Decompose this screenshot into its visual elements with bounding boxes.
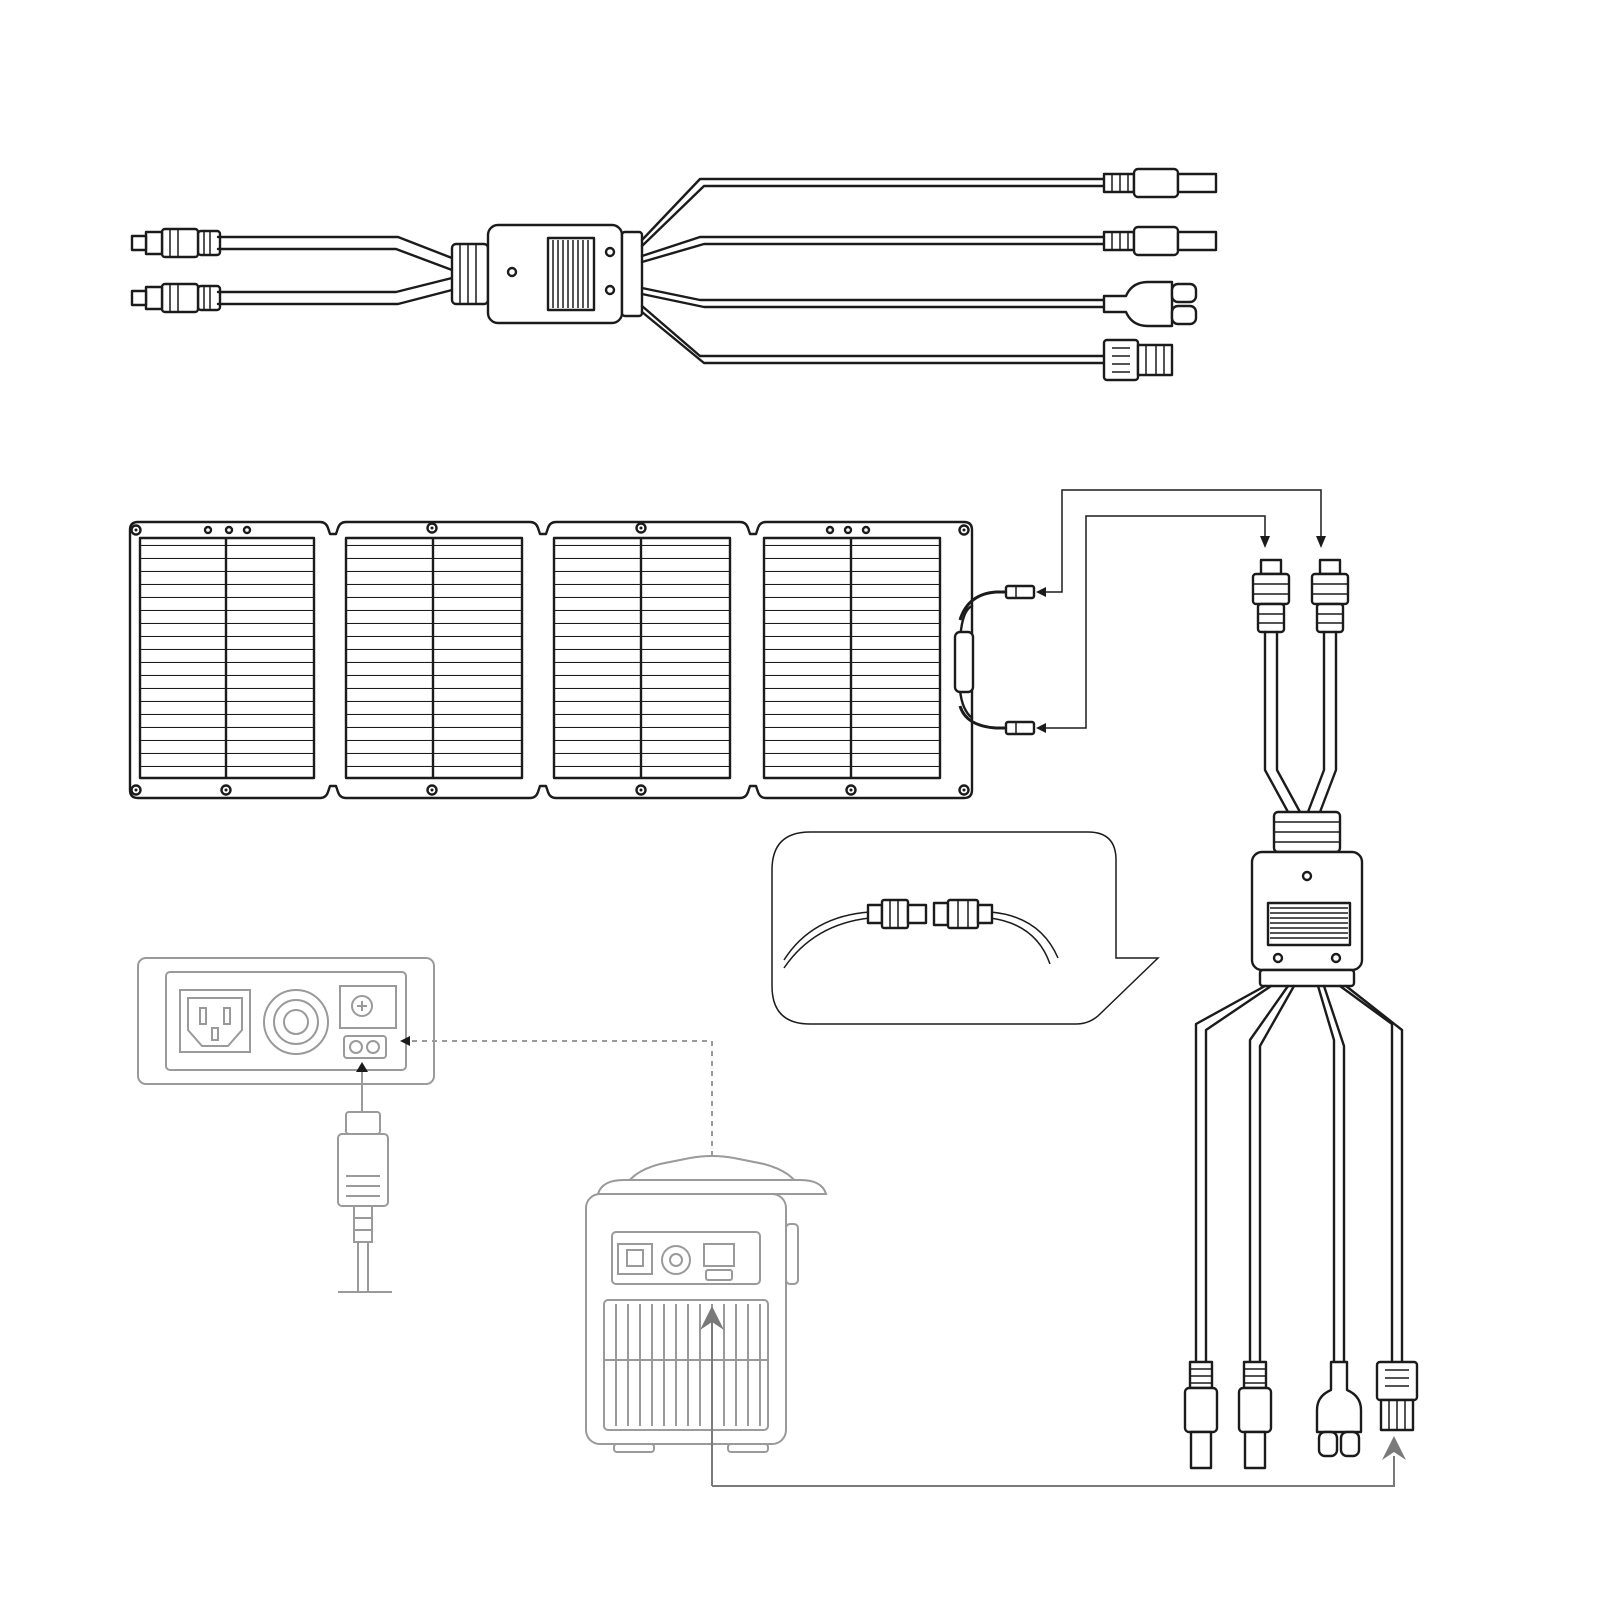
solar-panel-section [762,536,942,780]
vent-grille [603,1299,769,1431]
mc4-connector-icon [866,898,994,930]
xt60-plug-icon [1102,338,1174,382]
mc4-joint-callout [771,831,1160,1025]
solar-panel-section [344,536,524,780]
xt60-plug-icon [1375,1360,1419,1432]
vent-grille [546,236,596,312]
dc5521-plug-icon [1102,167,1218,257]
ac-outlet-icon [179,989,251,1053]
anderson-plug-icon [1102,280,1198,328]
splitter-cable-right [1183,558,1419,1470]
mc4-connector-icon [1251,558,1350,634]
mc4-connector-icon [130,227,222,314]
port-panel-closeup [137,957,435,1114]
solar-panel-section [138,536,316,780]
dc-port-icon [263,989,329,1055]
dc5521-plug-icon [1183,1360,1273,1470]
arrow-icon [700,1306,1406,1487]
xt60-port-icon [343,1035,387,1059]
vent-grille [1266,901,1352,947]
arrow-icon [1036,489,1326,733]
portable-power-station [585,1155,828,1453]
solar-panel [128,520,1036,800]
anderson-plug-icon [1315,1360,1363,1458]
fuse-switch-icon [339,985,397,1029]
solar-panel-section [552,536,732,780]
grommet-icon [130,522,970,796]
xt60-plug-icon [337,1111,392,1293]
splitter-cable-top [130,167,1218,382]
